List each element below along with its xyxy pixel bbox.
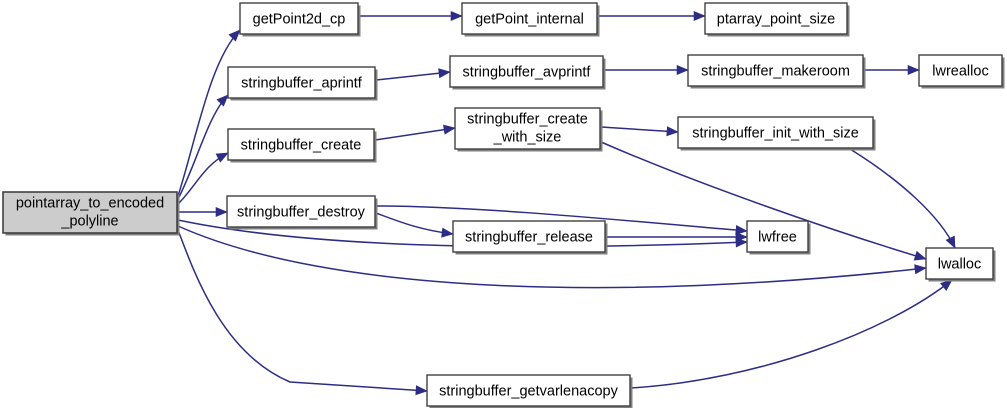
node-stringbuffer_getvarlenacopy[interactable]: stringbuffer_getvarlenacopy: [426, 374, 633, 408]
edges-layer: [177, 10, 956, 396]
arrowhead-icon: [415, 385, 428, 396]
node-box[interactable]: [918, 54, 1003, 87]
arrowhead-icon: [693, 10, 706, 22]
edge-stringbuffer_destroy-to-stringbuffer_release: [375, 212, 454, 235]
arrowhead-icon: [216, 94, 229, 107]
node-stringbuffer_init_with_size[interactable]: stringbuffer_init_with_size: [677, 116, 876, 151]
node-box[interactable]: [704, 2, 848, 35]
arrowhead-icon: [228, 29, 241, 42]
node-box[interactable]: [452, 220, 606, 253]
arrowhead-icon: [735, 225, 748, 236]
node-box[interactable]: [227, 128, 375, 161]
node-lwrealloc[interactable]: lwrealloc: [918, 54, 1005, 89]
arrowhead-icon: [443, 124, 456, 135]
arrowhead-icon: [676, 64, 689, 76]
arrowhead-icon: [940, 279, 953, 292]
arrowhead-icon: [666, 126, 679, 137]
node-pointarray_to_encoded_polyline[interactable]: pointarray_to_encoded_polyline: [2, 191, 180, 236]
arrowhead-icon: [907, 64, 920, 76]
edge-pointarray_to_encoded_polyline-to-getPoint2d_cp: [177, 29, 241, 197]
edge-pointarray_to_encoded_polyline-to-stringbuffer_getvarlenacopy: [177, 229, 428, 392]
node-box[interactable]: [449, 55, 604, 88]
node-stringbuffer_create[interactable]: stringbuffer_create: [227, 128, 377, 163]
node-ptarray_point_size[interactable]: ptarray_point_size: [704, 2, 850, 37]
arrowhead-icon: [215, 206, 228, 218]
node-box[interactable]: [687, 54, 864, 87]
arrowhead-icon: [438, 68, 451, 79]
node-box[interactable]: [461, 2, 598, 35]
node-box[interactable]: [454, 107, 601, 150]
node-box[interactable]: [426, 374, 631, 407]
arrowhead-icon: [450, 10, 463, 22]
arrowhead-icon: [215, 152, 229, 163]
edge-pointarray_to_encoded_polyline-to-lwalloc: [177, 225, 927, 289]
node-stringbuffer_create_with_size[interactable]: stringbuffer_create_with_size: [454, 107, 603, 152]
node-box[interactable]: [677, 116, 874, 149]
node-stringbuffer_makeroom[interactable]: stringbuffer_makeroom: [687, 54, 866, 89]
node-box[interactable]: [746, 220, 809, 253]
node-box[interactable]: [925, 247, 994, 280]
node-getPoint_internal[interactable]: getPoint_internal: [461, 2, 600, 37]
edge-stringbuffer_getvarlenacopy-to-lwalloc: [630, 279, 953, 389]
node-stringbuffer_release[interactable]: stringbuffer_release: [452, 220, 608, 255]
node-lwalloc[interactable]: lwalloc: [925, 247, 996, 282]
node-lwfree[interactable]: lwfree: [746, 220, 811, 255]
edge-stringbuffer_init_with_size-to-lwalloc: [849, 148, 956, 249]
node-box[interactable]: [226, 195, 376, 228]
arrowhead-icon: [945, 235, 956, 249]
node-box[interactable]: [2, 191, 178, 234]
edge-stringbuffer_create_with_size-to-lwalloc: [600, 141, 927, 260]
edge-stringbuffer_create-to-stringbuffer_create_with_size: [374, 127, 456, 141]
node-stringbuffer_destroy[interactable]: stringbuffer_destroy: [226, 195, 378, 230]
node-getPoint2d_cp[interactable]: getPoint2d_cp: [239, 2, 361, 37]
edge-stringbuffer_create_with_size-to-stringbuffer_init_with_size: [600, 126, 679, 133]
node-stringbuffer_avprintf[interactable]: stringbuffer_avprintf: [449, 55, 606, 90]
arrowhead-icon: [913, 250, 927, 261]
edge-stringbuffer_destroy-to-lwfree: [375, 205, 748, 232]
node-stringbuffer_aprintf[interactable]: stringbuffer_aprintf: [227, 66, 378, 101]
arrowhead-icon: [441, 227, 454, 238]
node-box[interactable]: [239, 2, 359, 35]
edge-stringbuffer_aprintf-to-stringbuffer_avprintf: [375, 71, 451, 81]
arrowhead-icon: [914, 264, 927, 275]
node-box[interactable]: [227, 66, 376, 99]
arrowhead-icon: [735, 237, 748, 248]
